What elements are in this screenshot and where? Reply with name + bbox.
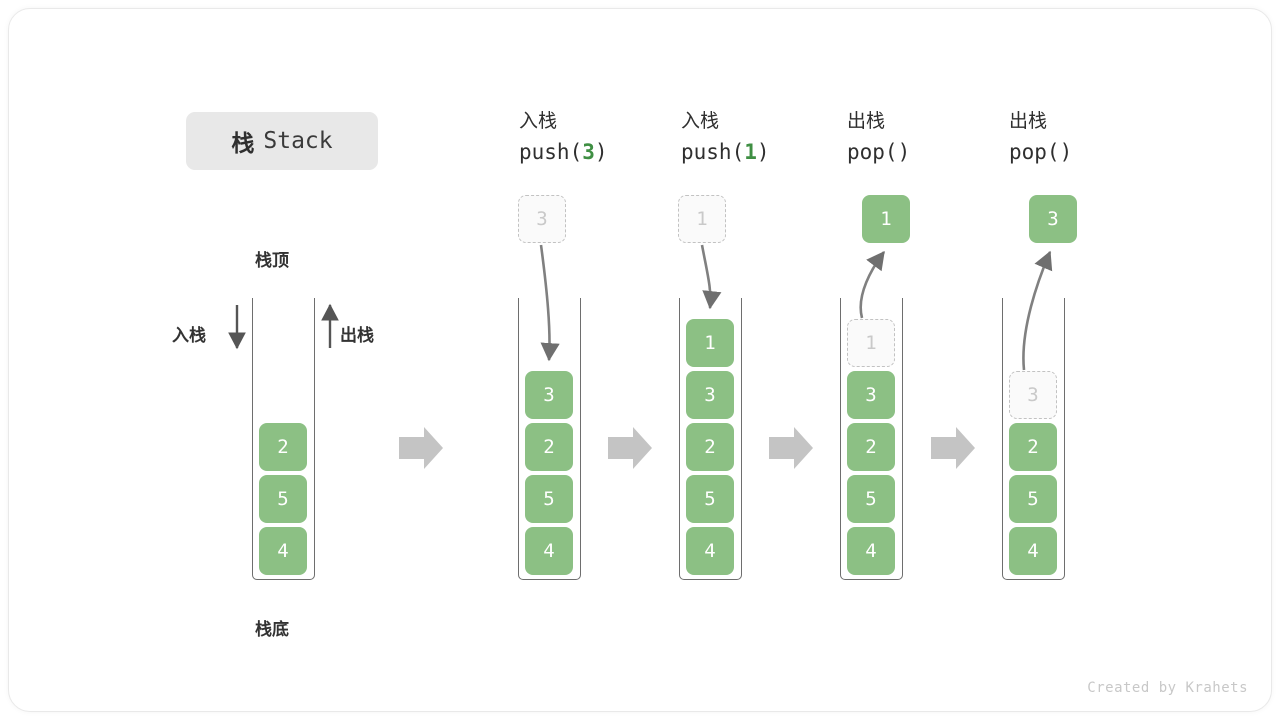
diagram-title-chip: 栈 Stack xyxy=(186,112,378,170)
column-op-cn: 入栈 xyxy=(681,111,720,132)
stack-cell: 3 xyxy=(686,371,734,419)
footer-credit: Created by Krahets xyxy=(1087,680,1248,696)
stack-container-push-3 xyxy=(518,298,581,580)
stack-cell: 4 xyxy=(259,527,307,575)
pop-direction-label: 出栈 xyxy=(340,326,374,345)
stack-cell: 4 xyxy=(686,527,734,575)
stack-cell: 5 xyxy=(1009,475,1057,523)
stack-cell: 4 xyxy=(525,527,573,575)
column-op-cn: 入栈 xyxy=(519,111,558,132)
column-op-code: pop() xyxy=(1009,140,1073,164)
popped-value-cell: 3 xyxy=(1029,195,1077,243)
stack-cell: 5 xyxy=(525,475,573,523)
column-header-pop-1: 出栈 pop() xyxy=(847,107,1027,167)
stack-cell: 2 xyxy=(1009,423,1057,471)
popped-value-cell: 1 xyxy=(862,195,910,243)
stack-cell: 2 xyxy=(847,423,895,471)
stack-cell: 3 xyxy=(847,371,895,419)
column-header-push-3: 入栈 push(3) xyxy=(519,107,699,167)
column-op-code: push(3) xyxy=(519,140,608,164)
stack-container-pop-3 xyxy=(1002,298,1065,580)
stack-container-push-1 xyxy=(679,298,742,580)
ghost-cell-push-1: 1 xyxy=(678,195,726,243)
stack-cell: 4 xyxy=(847,527,895,575)
stack-cell: 5 xyxy=(259,475,307,523)
column-op-code: pop() xyxy=(847,140,911,164)
ghost-cell-push-3: 3 xyxy=(518,195,566,243)
column-header-pop-3: 出栈 pop() xyxy=(1009,107,1189,167)
title-cn: 栈 xyxy=(231,130,255,156)
stack-cell: 5 xyxy=(847,475,895,523)
stack-cell: 5 xyxy=(686,475,734,523)
column-op-cn: 出栈 xyxy=(1009,111,1048,132)
stack-top-label: 栈顶 xyxy=(255,251,289,270)
stack-cell: 2 xyxy=(259,423,307,471)
column-header-push-1: 入栈 push(1) xyxy=(681,107,861,167)
stack-cell: 1 xyxy=(686,319,734,367)
stack-cell: 2 xyxy=(686,423,734,471)
stack-container-pop-1 xyxy=(840,298,903,580)
stack-container-initial xyxy=(252,298,315,580)
stack-cell: 4 xyxy=(1009,527,1057,575)
column-op-code: push(1) xyxy=(681,140,770,164)
title-en: Stack xyxy=(263,128,333,154)
column-op-cn: 出栈 xyxy=(847,111,886,132)
stack-cell: 3 xyxy=(525,371,573,419)
ghost-cell-pop-3: 3 xyxy=(1009,371,1057,419)
stack-bottom-label: 栈底 xyxy=(255,620,289,639)
stack-cell: 2 xyxy=(525,423,573,471)
push-direction-label: 入栈 xyxy=(172,326,206,345)
ghost-cell-pop-1: 1 xyxy=(847,319,895,367)
